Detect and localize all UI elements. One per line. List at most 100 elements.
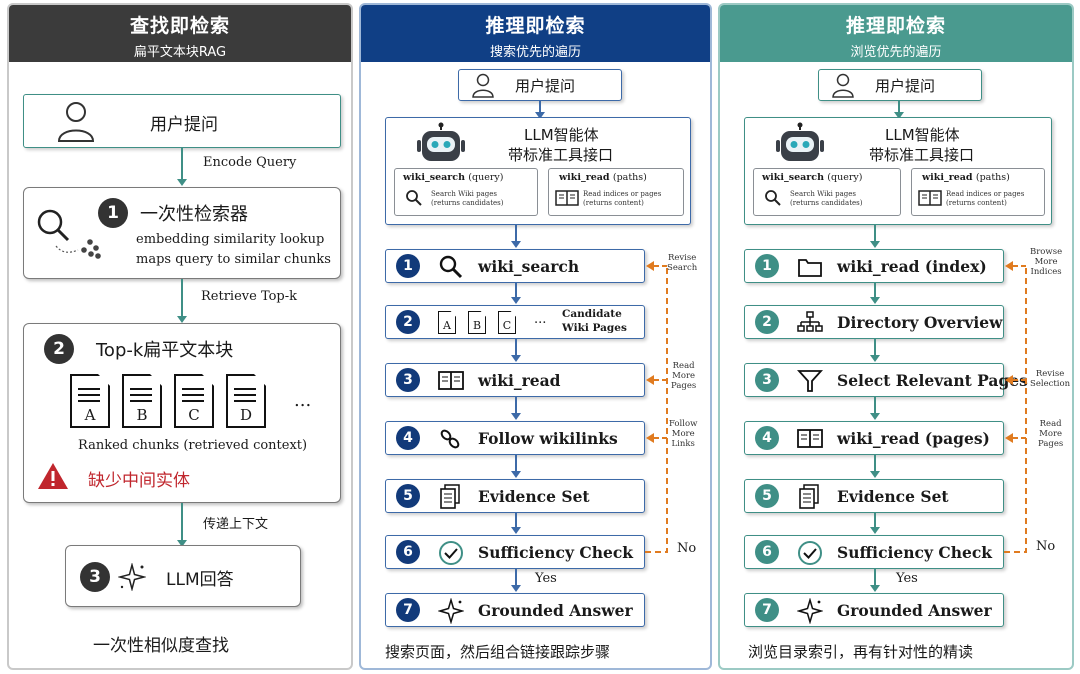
book-icon xyxy=(555,190,579,206)
candidate-page-letter: A xyxy=(443,319,451,332)
magnifier-icon xyxy=(439,255,463,279)
folder-icon xyxy=(798,259,822,277)
rag-answer-box: 3 LLM回答 xyxy=(65,545,301,607)
candidate-page-letter: B xyxy=(472,319,482,332)
search-step-3-badge: 3 xyxy=(396,368,420,392)
search-header: 推理即检索 搜索优先的遍历 xyxy=(361,5,710,62)
candidate-pages-label-1: Candidate xyxy=(562,308,622,320)
sparkle-icon xyxy=(118,563,146,591)
browse-agent-box: LLM智能体 带标准工具接口 wiki_search (query) Searc… xyxy=(744,117,1052,225)
chunk-line xyxy=(78,388,100,390)
browse-yes-label: Yes xyxy=(896,571,918,586)
search-feedback-loop xyxy=(645,261,668,553)
search-tool-2-name: wiki_read xyxy=(559,172,610,183)
rag-header: 查找即检索 扁平文本块RAG xyxy=(9,5,351,62)
browse-arrow-5 xyxy=(870,455,880,478)
chunk-document-icon: D xyxy=(226,374,266,428)
hierarchy-icon xyxy=(797,311,823,332)
check-circle-icon xyxy=(798,541,822,565)
browse-step-5-label: Evidence Set xyxy=(837,487,949,506)
search-tool-wiki-search: wiki_search (query) Search Wiki pages (r… xyxy=(394,168,538,216)
rag-title: 查找即检索 xyxy=(129,15,230,37)
search-step-6-label: Sufficiency Check xyxy=(478,543,634,562)
browse-no-label: No xyxy=(1036,539,1056,554)
browse-tool-1-desc-1: Search Wiki pages xyxy=(790,190,856,198)
search-feedback-3: Follow More Links xyxy=(669,419,698,449)
browse-step-5-badge: 5 xyxy=(755,484,779,508)
search-agent-box: LLM智能体 带标准工具接口 wiki_search (query) Searc… xyxy=(385,117,691,225)
search-tool-2-title: wiki_read (paths) xyxy=(559,172,647,183)
chunk-line xyxy=(234,394,256,396)
search-step-6-box: 6 Sufficiency Check xyxy=(385,535,645,569)
browse-tool-wiki-read: wiki_read (paths) Read indices or pages … xyxy=(911,168,1045,216)
search-tool-2-arg: (paths) xyxy=(612,172,647,183)
magnifier-icon xyxy=(765,190,781,206)
browse-step-7-label: Grounded Answer xyxy=(837,601,992,620)
browse-subtitle: 浏览优先的遍历 xyxy=(850,45,942,60)
chunk-letter: A xyxy=(84,406,96,424)
browse-arrow-3 xyxy=(870,339,880,362)
rag-user-question-label: 用户提问 xyxy=(150,115,218,135)
rag-subtitle: 扁平文本块RAG xyxy=(133,45,227,60)
rag-chunks-caption: Ranked chunks (retrieved context) xyxy=(78,438,308,453)
search-no-label: No xyxy=(677,541,697,556)
search-step-5-label: Evidence Set xyxy=(478,487,590,506)
search-step-7-badge: 7 xyxy=(396,598,420,622)
search-step-6-badge: 6 xyxy=(396,540,420,564)
chunk-line xyxy=(234,388,256,390)
chunk-line xyxy=(130,400,152,402)
chunk-line xyxy=(78,400,100,402)
chunk-line xyxy=(130,388,152,390)
search-subtitle: 搜索优先的遍历 xyxy=(489,45,581,60)
search-step-4-label: Follow wikilinks xyxy=(478,429,618,448)
search-feedback-2: Read More Pages xyxy=(671,361,697,391)
search-footer: 搜索页面，然后组合链接跟踪步骤 xyxy=(385,643,611,661)
chunk-letter: B xyxy=(136,406,148,424)
rag-arrow-1 xyxy=(177,148,187,186)
browse-step-4-badge: 4 xyxy=(755,426,779,450)
search-user-question-label: 用户提问 xyxy=(515,77,576,95)
browse-user-question-label: 用户提问 xyxy=(875,77,936,95)
filter-icon xyxy=(797,370,823,392)
browse-tool-wiki-search: wiki_search (query) Search Wiki pages (r… xyxy=(753,168,901,216)
robot-icon xyxy=(417,122,465,161)
chunk-document-icon: C xyxy=(174,374,214,428)
user-icon xyxy=(832,73,854,98)
search-step-3-box: 3 wiki_read xyxy=(385,363,645,397)
search-tool-1-arg: (query) xyxy=(468,172,504,183)
search-step-3-label: wiki_read xyxy=(478,371,561,390)
rag-missing-entities: 缺少中间实体 xyxy=(88,471,190,491)
search-arrow-2 xyxy=(511,283,521,304)
browse-title: 推理即检索 xyxy=(845,15,946,37)
chunk-document-icon: B xyxy=(122,374,162,428)
browse-step-1-badge: 1 xyxy=(755,254,779,278)
search-title: 推理即检索 xyxy=(485,15,586,37)
magnifier-icon xyxy=(37,209,101,259)
browse-feedback-3: Read More Pages xyxy=(1038,419,1064,449)
chunk-document-icon: A xyxy=(70,374,110,428)
browse-step-5-box: 5 Evidence Set xyxy=(744,479,1004,513)
browse-arrow-6 xyxy=(870,513,880,534)
search-arrow-4 xyxy=(511,397,521,420)
search-tool-2-desc-1: Read indices or pages xyxy=(583,190,662,198)
browse-user-question-box: 用户提问 xyxy=(818,69,982,101)
browse-step-6-badge: 6 xyxy=(755,540,779,564)
rag-step-1-badge: 1 xyxy=(98,198,128,228)
flat-rag-panel: 查找即检索 扁平文本块RAG 用户提问 Encode Query 1 一次性检索… xyxy=(7,3,353,670)
browse-tool-1-title: wiki_search (query) xyxy=(762,172,862,183)
chunk-line xyxy=(130,394,152,396)
search-arrow-3 xyxy=(511,339,521,362)
browse-step-2-badge: 2 xyxy=(755,310,779,334)
rag-arrow-2 xyxy=(177,279,187,323)
chunk-line xyxy=(182,394,204,396)
rag-footer: 一次性相似度查找 xyxy=(93,636,229,656)
